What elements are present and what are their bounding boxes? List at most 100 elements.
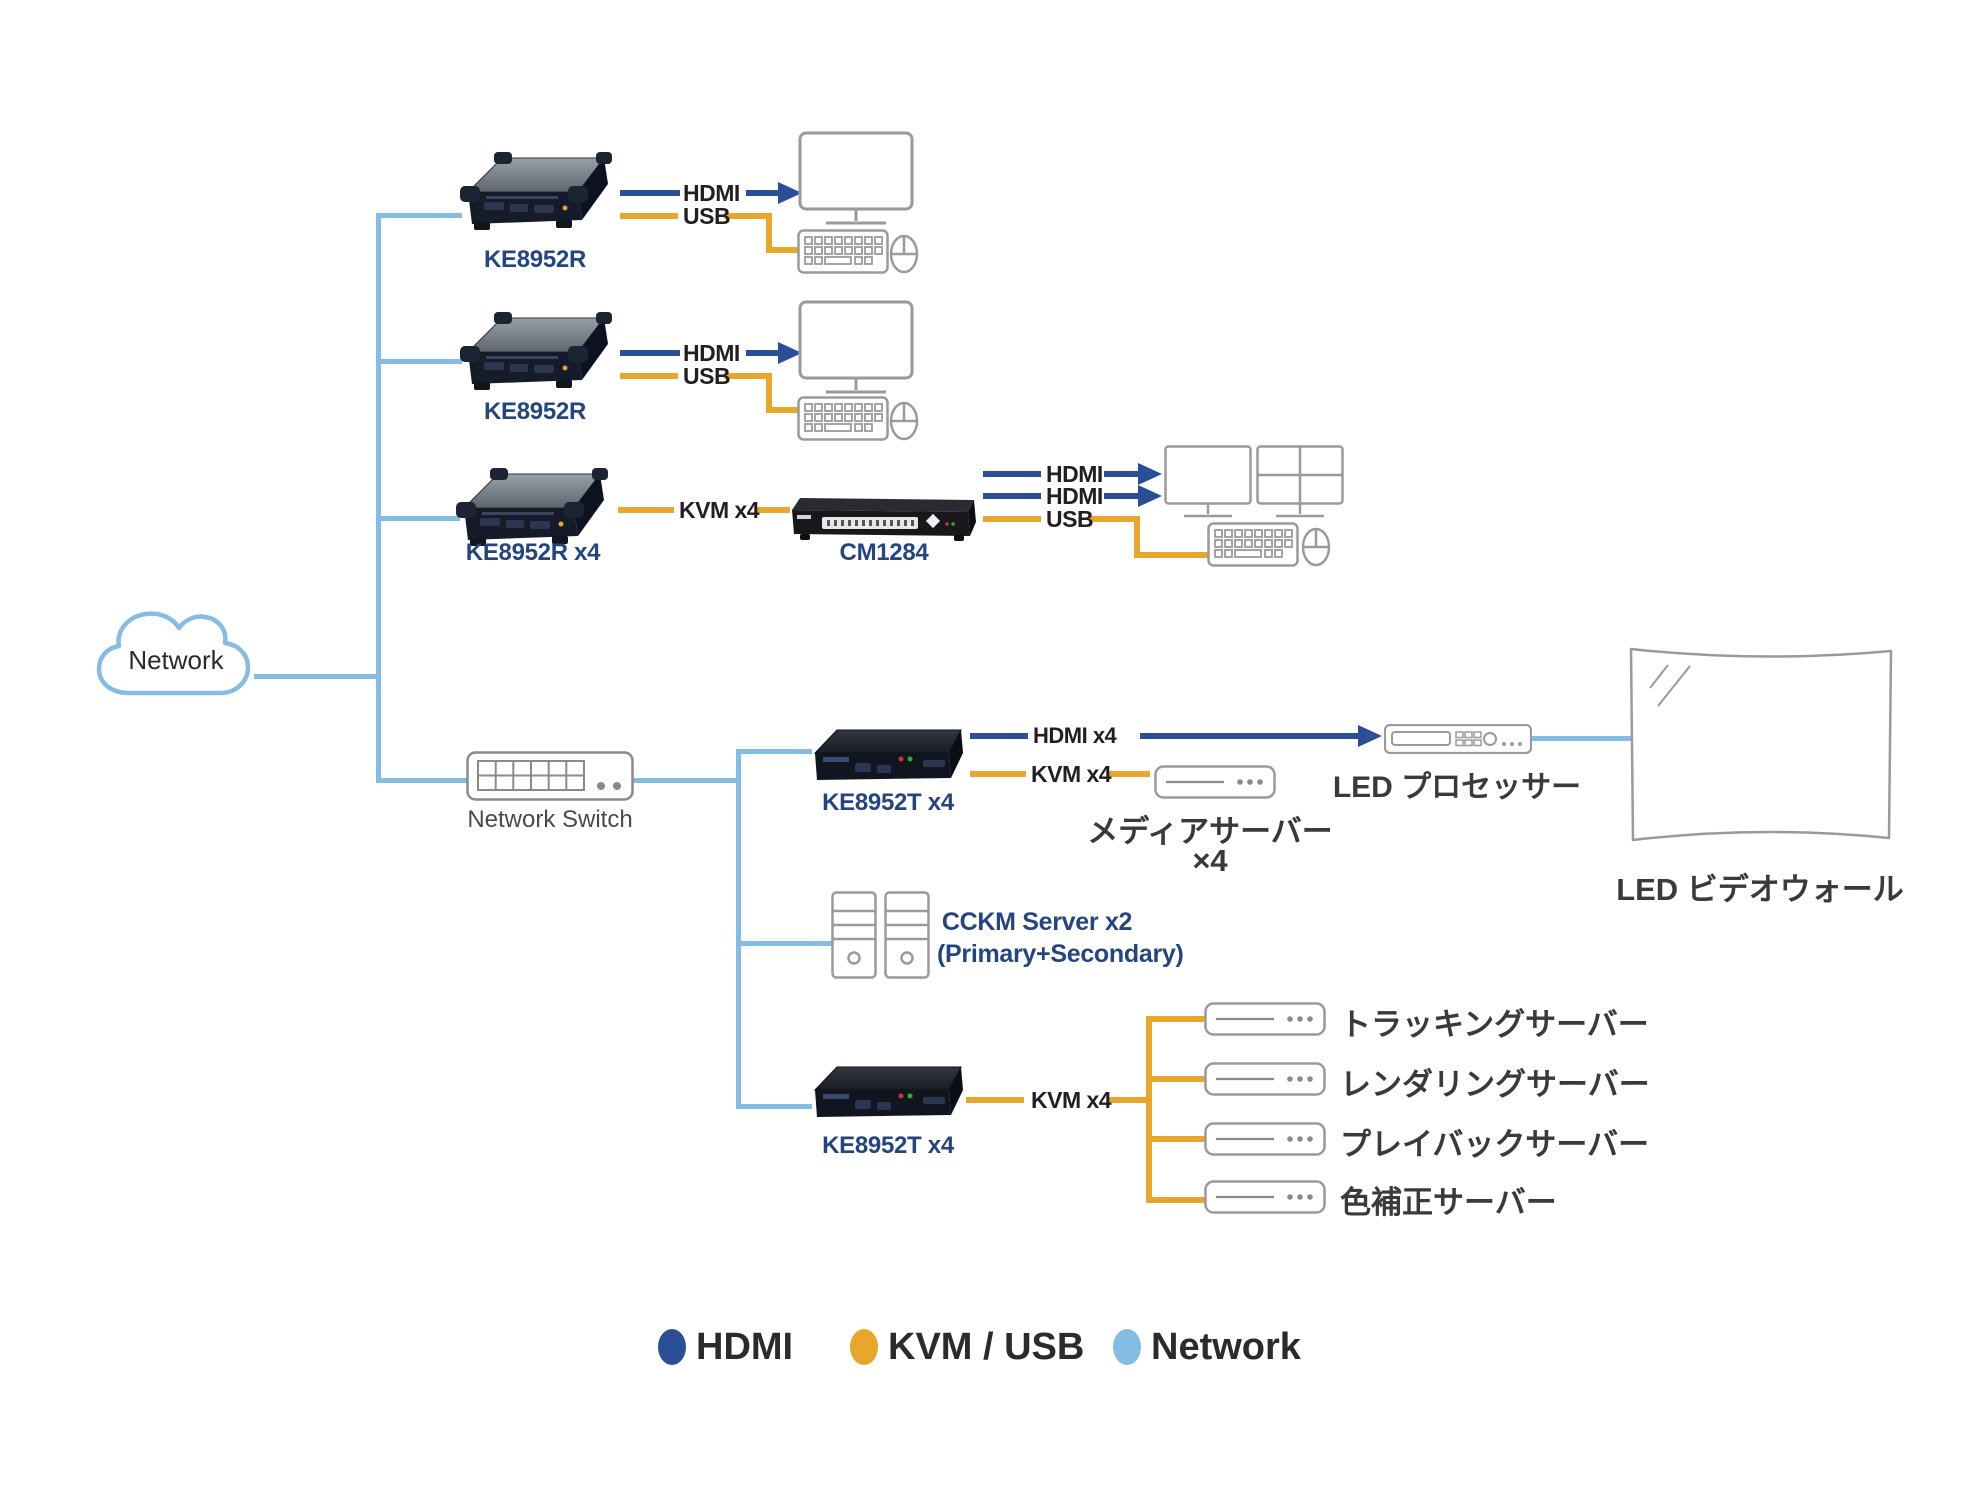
hdmi-line-r1-a [620,190,680,196]
kvm-line-t1-a [970,771,1026,777]
label-r1-hdmi: HDMI [683,180,740,206]
legend-label-network: Network [1151,1326,1301,1368]
label-r2-usb: USB [683,363,731,389]
network-branch-r3 [376,516,460,521]
cckm-server-1 [831,891,877,984]
usb-line-r2-b [724,373,772,379]
usb-line-r1-v [766,213,772,253]
cloud-icon [96,611,251,696]
hdmi-arrow-r1 [778,182,802,204]
keyboard-icon [1207,522,1299,567]
hdmi-arrow-r2 [778,342,802,364]
label-cm-hdmi-1: HDMI [1046,461,1103,487]
network-branch-switch [376,778,474,783]
cckm-label-line1: CCKM Server x2 [941,908,1133,936]
switch-icon [466,751,634,801]
keyboard-1 [797,229,889,279]
network-branch-r2 [376,359,462,364]
legend-dot-kvm-usb [850,1329,878,1365]
media-server [1150,765,1280,804]
led-video-wall [1628,644,1894,849]
legend-label-kvm-usb: KVM / USB [888,1326,1085,1368]
extender-ke8952r-x4 [448,462,620,571]
hdmi-line-t1-b [1140,733,1360,739]
network-switch-label: Network Switch [467,806,633,833]
usb-line-r1-h [766,247,800,253]
extender-ke8952t-top-label: KE8952T x4 [822,789,954,816]
extender-ke8952t-top [803,726,971,795]
mouse-icon [1301,527,1331,567]
hdmi-line-t1-a [970,733,1028,739]
media-server-count-label: ×4 [1192,843,1228,878]
hdmi-line-r2-a [620,350,680,356]
mouse-cm [1301,527,1331,572]
kvm-transmitter-icon [813,1066,963,1117]
monitor-icon [798,131,914,225]
legend-dot-network [1113,1329,1141,1365]
label-cm-hdmi-2: HDMI [1046,483,1103,509]
cm1284-label: CM1284 [839,539,929,566]
mouse-icon [889,401,919,441]
network-cloud [96,603,266,708]
network-branch-t1 [736,749,812,754]
extender-ke8952r-1 [452,146,624,255]
kvm-line-t2-b [1108,1097,1152,1103]
cloud-label: Network [128,645,224,675]
rack-server-icon [1204,1180,1326,1214]
server-playback [1204,1122,1326,1161]
label-r3-kvm: KVM x4 [679,497,760,523]
hdmi-line-r1-b [746,190,780,196]
keyboard-icon [797,396,889,441]
label-r1-usb: USB [683,203,731,229]
label-t1-kvm: KVM x4 [1031,761,1112,787]
rack-server-icon [1154,765,1276,799]
rack-server-icon [1204,1062,1326,1096]
hdmi-line-r2-b [746,350,780,356]
kvm-tree-trunk [1146,1016,1152,1203]
usb-line-r1-b [724,213,772,219]
extender-ke8952t-bottom [803,1063,971,1132]
usb-line-r2-h [766,407,800,413]
kvm-extender-icon [456,468,608,546]
hdmi-arrow-cm2 [1138,485,1162,507]
usb-line-cm-a [983,516,1041,522]
mouse-1 [889,234,919,279]
kvm-line-r3-b [756,507,790,513]
monitor-icon [1164,445,1252,518]
server-tracking [1204,1002,1326,1041]
label-cm-usb: USB [1046,506,1094,532]
led-processor [1383,723,1533,759]
network-trunk-right [736,749,741,1109]
extender-ke8952r-2-label: KE8952R [484,398,586,425]
kvm-switch-icon [792,498,976,541]
mouse-2 [889,401,919,446]
led-video-wall-label: LED ビデオウォール [1616,872,1904,907]
label-r2-hdmi: HDMI [683,340,740,366]
monitor-1 [798,131,915,232]
kvm-line-t1-b [1108,771,1150,777]
server-color-correction [1204,1180,1326,1219]
cckm-server-2 [884,891,930,984]
network-branch-r1 [376,213,462,218]
monitor-icon [798,300,914,394]
label-t2-kvm: KVM x4 [1031,1087,1112,1113]
extender-ke8952r-x4-label: KE8952R x4 [465,539,601,566]
mouse-icon [889,234,919,274]
extender-ke8952t-bottom-label: KE8952T x4 [822,1132,954,1159]
monitor-cm-quad [1256,445,1345,524]
kvm-transmitter-icon [813,729,963,780]
kvm-tree-branch-2 [1146,1076,1206,1082]
led-processor-icon [1383,723,1533,755]
media-server-label: メディアサーバー [1087,814,1333,849]
usb-line-cm-b [1090,516,1140,522]
usb-line-r1-a [620,213,678,219]
monitor-2 [798,300,915,401]
keyboard-2 [797,396,889,446]
kvm-tree-branch-1 [1146,1016,1206,1022]
hdmi-line-cm1-b [1104,471,1140,477]
kvm-line-t2-a [966,1097,1024,1103]
usb-line-cm-v [1134,516,1140,558]
kvm-tree-branch-3 [1146,1136,1206,1142]
extender-ke8952r-1-label: KE8952R [484,246,586,273]
cckm-label-line2: (Primary+Secondary) [937,940,1184,968]
